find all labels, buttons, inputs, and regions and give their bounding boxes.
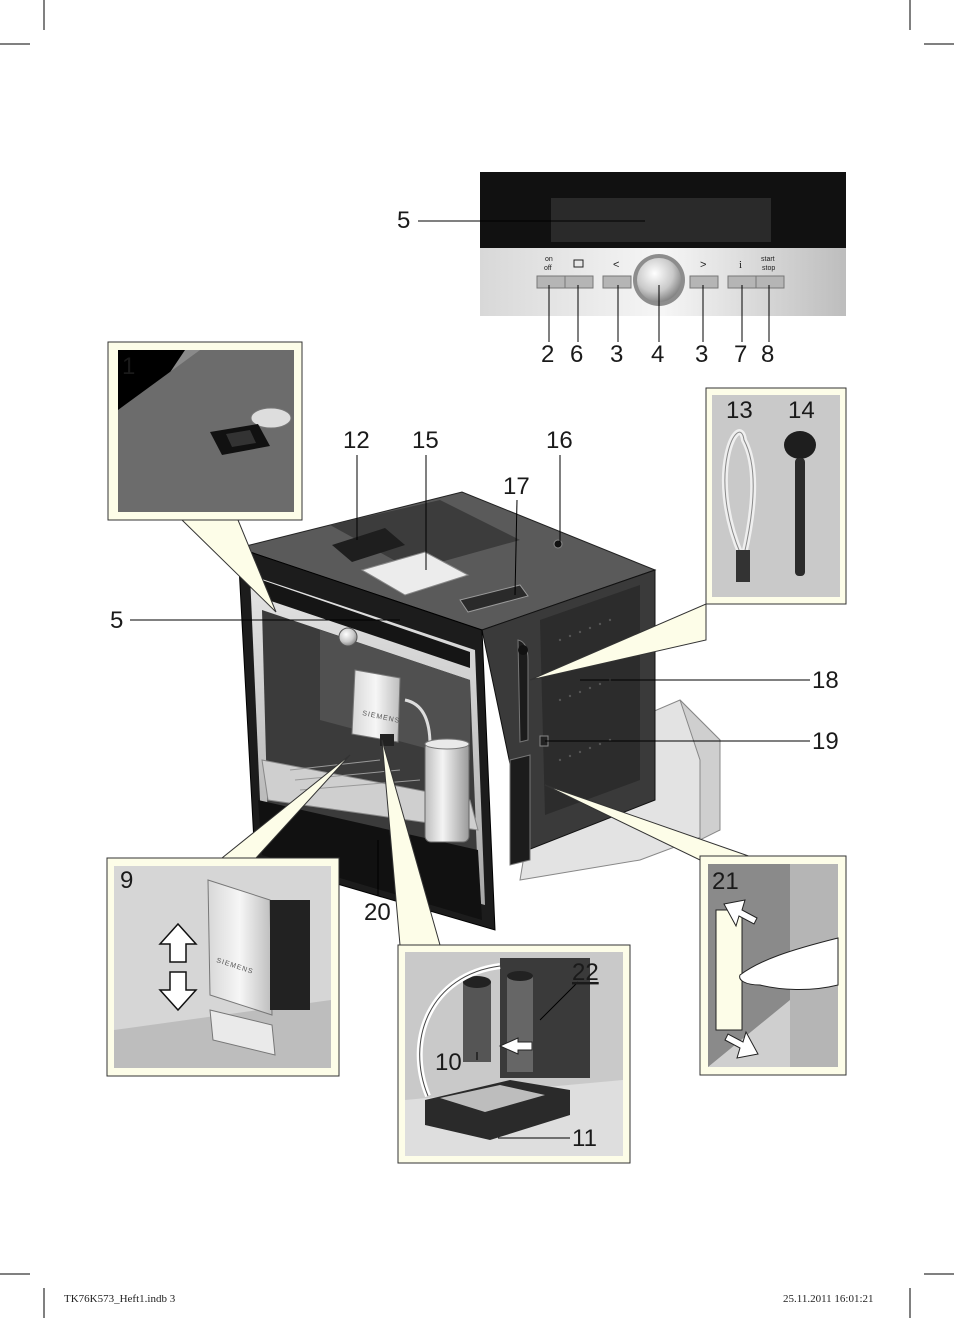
callout-22: 22 xyxy=(572,959,599,986)
detail-pointers xyxy=(180,519,761,946)
inset-power-switch: 1 xyxy=(107,341,303,521)
callout-5-front: 5 xyxy=(110,607,123,634)
callout-1: 1 xyxy=(122,353,135,380)
arrow-up-icon xyxy=(723,899,758,928)
callout-6: 6 xyxy=(570,341,583,368)
start-label: start xyxy=(761,256,775,263)
callout-13: 13 xyxy=(726,397,753,424)
coffee-machine: SIEMENS xyxy=(236,491,721,931)
callout-17: 17 xyxy=(503,473,530,500)
inset-outlet-height: SIEMENS 9 xyxy=(106,857,340,1077)
right-arrow-label: > xyxy=(700,259,706,271)
drawer-20[interactable] xyxy=(258,800,482,920)
button-start-stop[interactable]: start stop xyxy=(755,256,785,289)
callout-5-top: 5 xyxy=(397,207,410,234)
front-display xyxy=(262,580,470,668)
menu-icon xyxy=(573,259,584,268)
inset-accessories: 13 14 xyxy=(705,387,847,605)
callout-7: 7 xyxy=(734,341,747,368)
water-tank-lid[interactable] xyxy=(360,551,470,596)
service-door[interactable] xyxy=(509,754,531,866)
coffee-outlet[interactable]: SIEMENS xyxy=(351,669,401,746)
measuring-spoon xyxy=(784,431,816,576)
callout-15: 15 xyxy=(412,427,439,454)
hand-icon xyxy=(739,937,839,991)
drip-tray-11[interactable] xyxy=(425,1080,570,1140)
callout-21: 21 xyxy=(712,868,739,895)
callout-12: 12 xyxy=(343,427,370,454)
off-label: off xyxy=(544,265,552,272)
footer-timestamp: 25.11.2011 16:01:21 xyxy=(783,1293,874,1305)
stop-label: stop xyxy=(762,265,775,272)
rotary-knob[interactable] xyxy=(633,254,685,306)
arrow-down-icon xyxy=(724,1030,759,1059)
powder-chute[interactable] xyxy=(459,584,529,613)
up-arrow-icon xyxy=(158,922,198,963)
callout-9: 9 xyxy=(120,867,133,894)
top-button-16[interactable] xyxy=(553,539,563,549)
callout-14: 14 xyxy=(788,397,815,424)
button-right[interactable]: > xyxy=(689,259,719,289)
push-arrow-icon xyxy=(498,1037,533,1055)
power-switch[interactable] xyxy=(210,424,270,455)
milk-container[interactable] xyxy=(404,698,470,843)
callout-10: 10 xyxy=(435,1049,462,1076)
left-arrow-label: < xyxy=(613,259,619,271)
on-label: on xyxy=(545,256,553,263)
button-left[interactable]: < xyxy=(602,259,632,289)
down-arrow-icon xyxy=(158,971,198,1012)
outlet-closeup: SIEMENS xyxy=(207,879,310,1056)
control-panel: on off < > i start stop xyxy=(397,172,846,368)
callout-19: 19 xyxy=(812,728,839,755)
callout-16: 16 xyxy=(546,427,573,454)
callout-4: 4 xyxy=(651,341,664,368)
bean-container-lid[interactable] xyxy=(332,528,405,562)
side-door-panel[interactable] xyxy=(715,909,743,1031)
callout-3-left: 3 xyxy=(610,341,623,368)
inset-brewing-unit: 22 10 11 xyxy=(397,944,631,1164)
inset-side-door: 21 xyxy=(699,855,847,1076)
brewing-unit[interactable] xyxy=(463,971,533,1072)
callout-2: 2 xyxy=(541,341,554,368)
button-menu[interactable] xyxy=(564,259,594,289)
footer-file-name: TK76K573_Heft1.indb 3 xyxy=(64,1293,176,1305)
callout-3-right: 3 xyxy=(695,341,708,368)
info-label: i xyxy=(739,259,742,271)
front-knob[interactable] xyxy=(338,627,358,647)
callout-8: 8 xyxy=(761,341,774,368)
milk-tube xyxy=(721,429,757,582)
callout-11: 11 xyxy=(572,1125,597,1152)
callout-18: 18 xyxy=(812,667,839,694)
callout-20: 20 xyxy=(364,899,391,926)
